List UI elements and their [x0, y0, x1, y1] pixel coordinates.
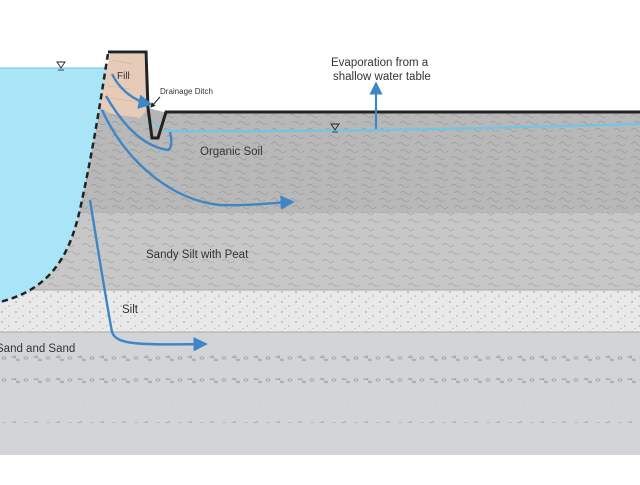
label-fill: Fill: [117, 71, 130, 82]
label-sandy-silt: Sandy Silt with Peat: [146, 249, 249, 261]
water-table-line: [165, 122, 640, 133]
water-table-triangle-icon: [330, 123, 340, 133]
water-level-triangle-icon: [56, 61, 66, 71]
drainage-ditch-pointer: [150, 96, 161, 108]
label-sand: Sand and Sand: [0, 343, 76, 355]
fill-region: [100, 54, 148, 118]
river-water: [0, 68, 108, 302]
layer-silt: [0, 290, 640, 333]
layer-sandy-silt: [0, 212, 640, 291]
label-evaporation-line1: Evaporation from a: [331, 57, 429, 69]
ground-outline: [108, 50, 640, 140]
label-silt: Silt: [122, 304, 138, 316]
label-drainage-ditch: Drainage Ditch: [160, 87, 213, 96]
levee-dashed-boundary: [0, 53, 110, 304]
label-evaporation-line2: shallow water table: [333, 71, 431, 83]
label-organic-soil: Organic Soil: [200, 146, 263, 158]
seepage-flow-arrows: [88, 73, 295, 352]
layer-sand: [0, 332, 640, 455]
